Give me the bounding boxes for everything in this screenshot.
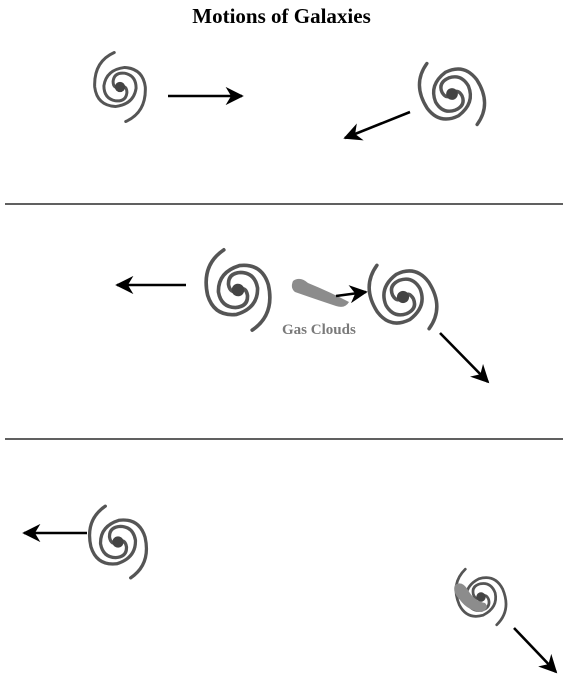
arrow-icon — [440, 333, 488, 382]
galaxy-icon — [200, 243, 275, 336]
panel-bottom — [24, 500, 556, 672]
galaxy-icon — [408, 46, 497, 142]
panel-top — [95, 46, 497, 142]
arrow-icon — [514, 628, 556, 672]
arrow-icon — [345, 112, 410, 138]
arrow-icon — [336, 292, 366, 296]
gas-clouds-label: Gas Clouds — [282, 322, 356, 339]
galaxy-icon — [95, 53, 146, 122]
galaxy-icon — [84, 500, 151, 583]
gas-cloud — [292, 279, 349, 307]
galaxy-icon — [357, 247, 449, 347]
panel-middle — [117, 243, 488, 382]
